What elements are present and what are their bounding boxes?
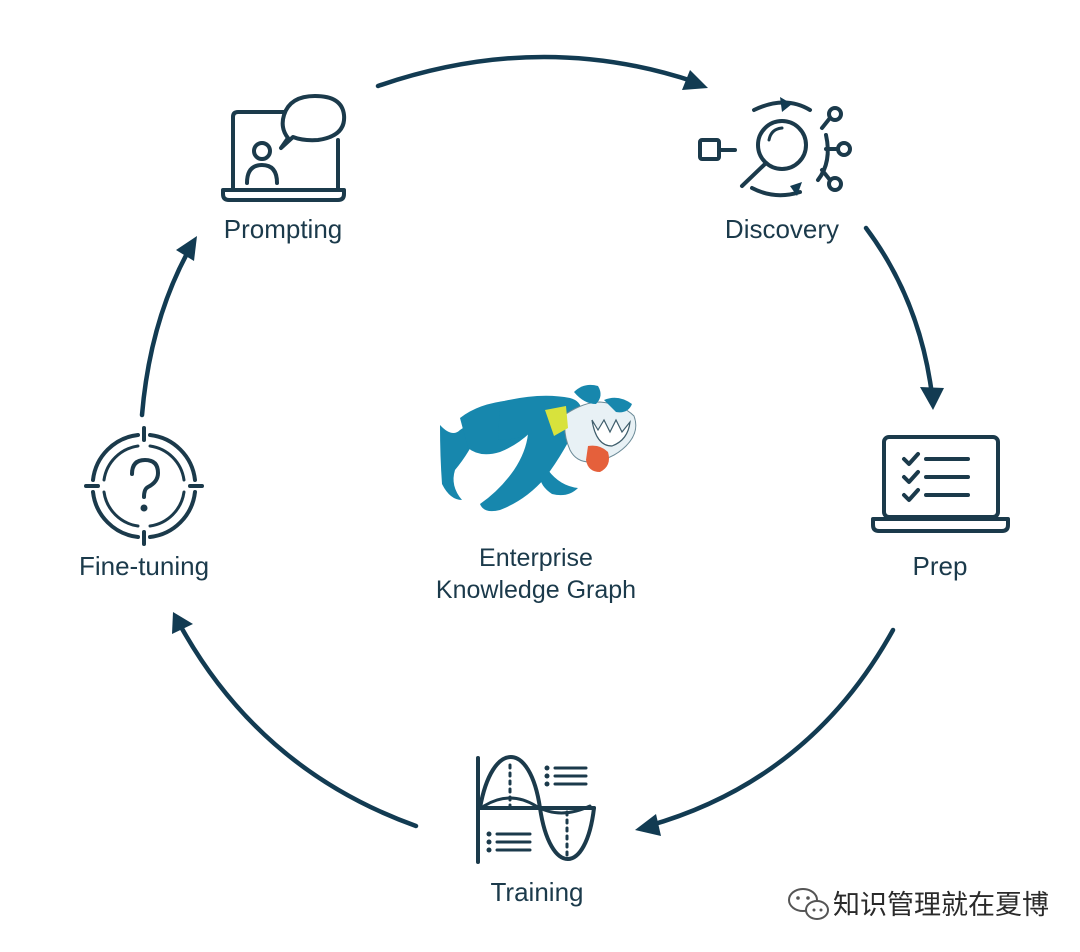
magnifier-network-icon: [698, 97, 852, 198]
stage-fine-tuning: Fine-tuning: [79, 426, 209, 581]
stage-prompting: Prompting: [221, 94, 347, 244]
stage-label-fine-tuning: Fine-tuning: [79, 551, 209, 581]
laptop-chat-icon: [221, 94, 347, 202]
watermark-text: 知识管理就在夏博: [833, 890, 1049, 920]
waveform-chart-icon: [476, 755, 596, 864]
laptop-checklist-icon: [871, 435, 1010, 533]
arrow-training-to-finetuning: [172, 612, 419, 829]
stage-label-training: Training: [491, 877, 584, 907]
center-title-line2: Knowledge Graph: [436, 576, 636, 604]
dog-mascot-logo: [440, 384, 637, 512]
stage-prep: Prep: [871, 435, 1010, 581]
stage-label-prompting: Prompting: [224, 214, 343, 244]
arrow-discovery-to-prep: [863, 225, 944, 410]
arrow-prep-to-training: [635, 627, 896, 836]
center-title-line1: Enterprise: [479, 544, 593, 572]
stage-training: Training: [476, 755, 596, 907]
watermark: 知识管理就在夏博: [788, 888, 1049, 920]
question-target-icon: [84, 426, 204, 546]
stage-discovery: Discovery: [698, 97, 852, 244]
arrow-finetuning-to-prompting: [139, 236, 197, 418]
stage-label-prep: Prep: [913, 551, 968, 581]
wechat-icon: [788, 888, 829, 920]
stage-label-discovery: Discovery: [725, 214, 839, 244]
arrow-prompting-to-discovery: [375, 54, 708, 90]
cycle-arrows: [139, 54, 944, 836]
center-hub: Enterprise Knowledge Graph: [436, 384, 637, 604]
